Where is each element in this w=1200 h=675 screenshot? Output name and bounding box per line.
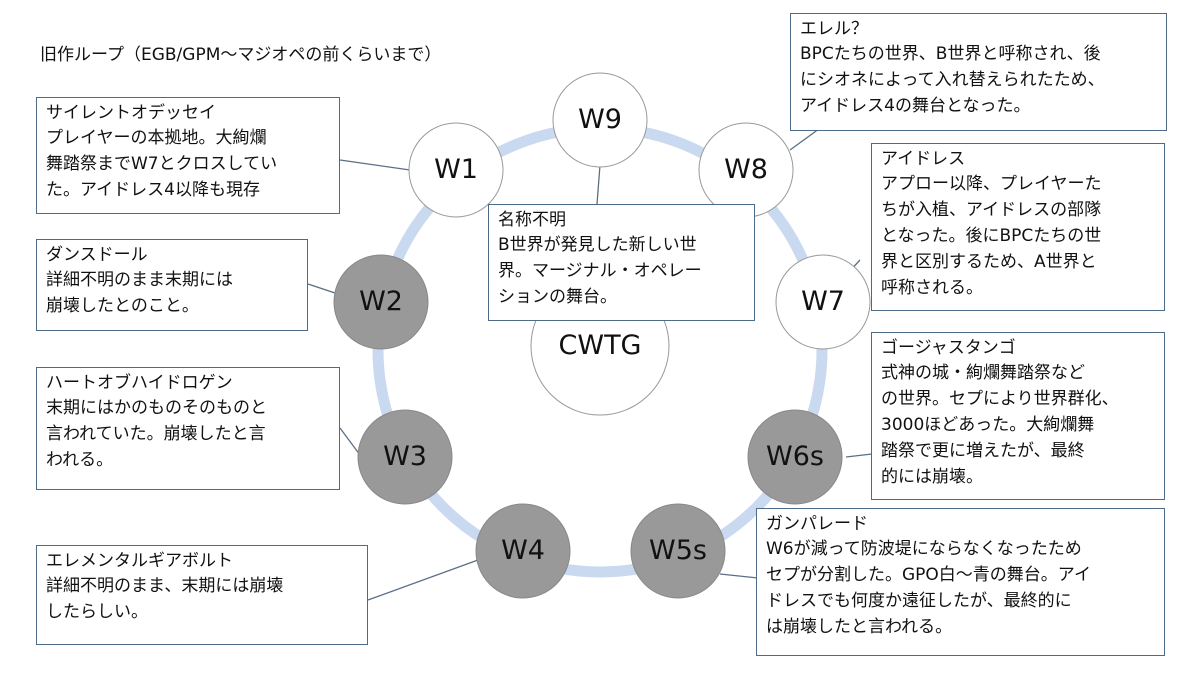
connector-lines [307, 125, 873, 601]
box-title-w1: サイレントオデッセイ [46, 103, 216, 123]
connector-w5s [719, 573, 759, 579]
box-text-w1: プレイヤーの本拠地。大絢爛 舞踏祭までW7とクロスしてい た。アイドレス4以降も… [46, 128, 278, 200]
node-label-w3: W3 [383, 441, 427, 472]
box-text-w6s: 式神の城・絢爛舞踏祭など の世界。セプにより世界群化、 3000ほどあった。大絢… [881, 363, 1119, 487]
node-circle-w6s [747, 409, 843, 505]
connector-w9 [596, 164, 601, 205]
description-box-w8: エレル？ BPCたちの世界、B世界と呼称され、後 にシオネによって入れ替えられた… [790, 13, 1167, 131]
node-label-w4: W4 [501, 535, 545, 566]
connector-w6s [845, 453, 873, 458]
box-title-w4: エレメンタルギアボルト [46, 551, 233, 571]
node-label-w6s: W6s [766, 441, 824, 472]
connector-w1 [339, 159, 411, 171]
connector-w4 [367, 559, 479, 601]
node-label-w8: W8 [724, 154, 768, 185]
box-title-w3: ハートオブハイドロゲン [46, 373, 233, 393]
description-box-w5s: ガンパレード W6が減って防波堤にならなくなったため セプが分割した。GPO白～… [756, 508, 1165, 656]
box-text-w8: BPCたちの世界、B世界と呼称され、後 にシオネによって入れ替えられたため、 ア… [800, 44, 1105, 116]
node-circle-w7 [775, 254, 871, 350]
node-label-w1: W1 [434, 154, 478, 185]
description-box-w9: 名称不明 B世界が発見した新しい世 界。マージナル・オペレー ションの舞台。 [488, 204, 755, 321]
description-box-w6s: ゴージャスタンゴ 式神の城・絢爛舞踏祭など の世界。セプにより世界群化、 300… [871, 332, 1165, 500]
node-circle-w4 [475, 503, 571, 599]
diagram-title: 旧作ループ（EGB/GPM～マジオペの前くらいまで） [40, 45, 442, 65]
box-text-w9: B世界が発見した新しい世 界。マージナル・オペレー ションの舞台。 [498, 235, 702, 307]
box-title-w9: 名称不明 [498, 210, 566, 230]
node-circle-w1 [408, 122, 504, 218]
node-label-w5s: W5s [649, 535, 707, 566]
box-text-w4: 詳細不明のまま、末期には崩壊 したらしい。 [46, 576, 284, 622]
box-title-w6s: ゴージャスタンゴ [881, 338, 1016, 358]
description-box-w2: ダンスドール 詳細不明のまま末期には 崩壊したとのこと。 [36, 239, 308, 331]
box-title-w2: ダンスドール [46, 245, 148, 265]
box-text-w5s: W6が減って防波堤にならなくなったため セプが分割した。GPO白～青の舞台。アイ… [766, 539, 1091, 637]
node-circle-w3 [357, 409, 453, 505]
node-label-w7: W7 [801, 286, 845, 317]
box-title-w8: エレル？ [800, 19, 868, 39]
box-title-w7: アイドレス [881, 149, 966, 169]
box-text-w3: 末期にはかのものそのものと 言われていた。崩壊したと言 われる。 [46, 398, 267, 470]
node-label-w9: W9 [578, 104, 622, 135]
node-circle-w9 [552, 72, 648, 168]
node-circle-w2 [333, 254, 429, 350]
box-text-w2: 詳細不明のまま末期には 崩壊したとのこと。 [46, 270, 233, 316]
description-box-w7: アイドレス アプロー以降、プレイヤーた ちが入植、アイドレスの部隊 となった。後… [871, 143, 1165, 311]
description-box-w4: エレメンタルギアボルト 詳細不明のまま、末期には崩壊 したらしい。 [36, 545, 368, 645]
world-node-circles [333, 72, 871, 599]
node-circle-w5s [630, 503, 726, 599]
box-text-w7: アプロー以降、プレイヤーた ちが入植、アイドレスの部隊 となった。後にBPCたち… [881, 174, 1102, 298]
connector-w3 [339, 427, 361, 456]
description-box-w1: サイレントオデッセイ プレイヤーの本拠地。大絢爛 舞踏祭までW7とクロスしてい … [36, 97, 340, 214]
center-label: CWTG [558, 330, 642, 361]
connector-w2 [307, 283, 336, 294]
box-title-w5s: ガンパレード [766, 514, 868, 534]
node-label-w2: W2 [359, 286, 403, 317]
description-box-w3: ハートオブハイドロゲン 末期にはかのものそのものと 言われていた。崩壊したと言 … [36, 367, 340, 490]
